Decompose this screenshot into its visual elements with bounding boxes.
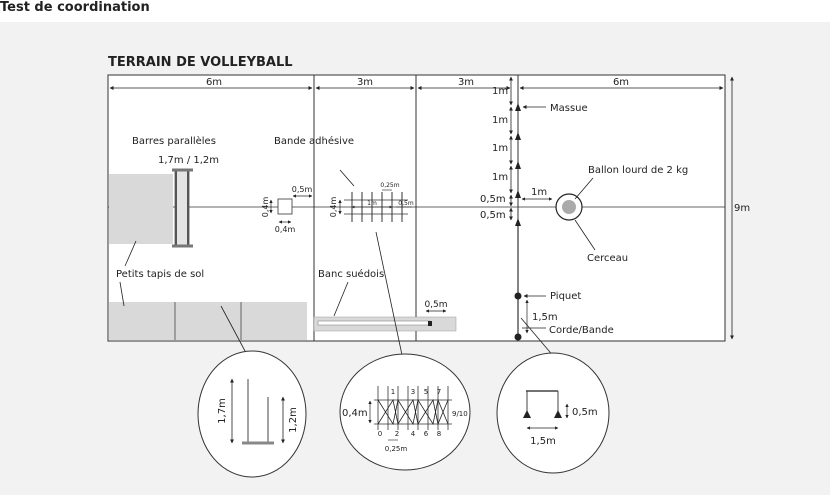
- mat-lower: [109, 302, 307, 340]
- label-mats: Petits tapis de sol: [116, 269, 204, 280]
- detail-tape-bot-4: 4: [411, 430, 416, 438]
- detail-tape-bot-2: 2: [395, 430, 399, 438]
- detail-tape-spacing: 0,25m: [385, 445, 408, 453]
- leader-bench: [333, 281, 349, 317]
- dim-6m-right-label: 6m: [613, 77, 629, 88]
- dim-1m-c: 1m: [492, 143, 508, 154]
- dim-3m-b-label: 3m: [458, 77, 474, 88]
- medicine-ball: [562, 200, 576, 214]
- dim-half-top: 0,5m: [480, 194, 506, 205]
- detail-tape-top-3: 3: [411, 388, 415, 396]
- dim-9m-label: 9m: [734, 203, 750, 214]
- label-medball: Ballon lourd de 2 kg: [588, 165, 688, 176]
- dim-tape-025-label: 0,25m: [380, 182, 399, 189]
- dim-box-w-label: 0,4m: [275, 225, 296, 234]
- label-bars: Barres parallèles: [132, 135, 216, 147]
- detail-tape-top-7: 7: [437, 388, 441, 396]
- dim-6m-left-label: 6m: [206, 77, 222, 88]
- diagram-title: TERRAIN DE VOLLEYBALL: [108, 55, 293, 70]
- detail-poles-circle: [496, 352, 610, 474]
- leader-detail-tape: [375, 231, 403, 356]
- leader-medball: [574, 177, 594, 200]
- leader-hoop: [574, 219, 596, 251]
- label-bench: Banc suédois: [318, 268, 384, 280]
- diagram-panel: TERRAIN DE VOLLEYBALL 6m 3m 3m 6m 9m Pet…: [0, 22, 830, 495]
- detail-bars-h1: 1,7m: [217, 398, 228, 424]
- bench-target-marker: [428, 321, 432, 326]
- dim-pole-gap-label: 1,5m: [532, 312, 558, 323]
- leader-detail-poles: [520, 317, 556, 359]
- volleyball-course-diagram: TERRAIN DE VOLLEYBALL 6m 3m 3m 6m 9m Pet…: [107, 55, 750, 478]
- tape-box: [277, 198, 293, 215]
- stake-top: [514, 292, 522, 300]
- dim-box-gap-label: 0,5m: [292, 185, 313, 194]
- label-club: Massue: [550, 103, 588, 114]
- label-stake: Piquet: [550, 291, 581, 302]
- bench-top-plank: [317, 320, 431, 326]
- detail-bars-circle: [197, 350, 307, 478]
- club-markers: [515, 103, 521, 226]
- detail-tape-circle: [339, 353, 471, 471]
- parallel-bars: [174, 169, 190, 247]
- dim-bench-gap-label: 0,5m: [424, 300, 447, 310]
- label-hoop: Cerceau: [587, 253, 628, 264]
- detail-pole-left-base: [523, 410, 531, 418]
- detail-tape-top-1: 1: [391, 388, 395, 396]
- detail-tape-bot-0: 0: [378, 430, 382, 438]
- dim-tape-05-label: 0,5m: [398, 200, 414, 207]
- dim-tape-h-label: 0,4m: [329, 197, 338, 218]
- stake-bottom: [514, 333, 522, 341]
- detail-poles-width: 1,5m: [530, 436, 556, 447]
- dim-3m-a-label: 3m: [357, 77, 373, 88]
- label-tape: Bande adhésive: [274, 135, 354, 147]
- mat-upper: [109, 174, 173, 244]
- detail-tape-top-5: 5: [424, 388, 428, 396]
- leader-mats-up: [124, 240, 137, 267]
- label-bars-height: 1,7m / 1,2m: [158, 155, 219, 166]
- leader-tape: [339, 169, 355, 187]
- dim-1m-d: 1m: [492, 172, 508, 183]
- label-rope: Corde/Bande: [549, 325, 614, 336]
- header-title: Test de coordination: [0, 0, 150, 15]
- dim-ball-gap-label: 1m: [531, 187, 547, 198]
- detail-tape-end: 9/10: [452, 410, 468, 418]
- leader-mats-down: [119, 281, 125, 307]
- detail-tape-bot-8: 8: [437, 430, 441, 438]
- dim-box-h-label: 0,4m: [261, 197, 270, 218]
- dim-1m-b: 1m: [492, 115, 508, 126]
- detail-tape-bot-6: 6: [424, 430, 429, 438]
- dim-tape-1m-label: 1m: [367, 200, 377, 207]
- dim-1m-a: 1m: [492, 86, 508, 97]
- detail-tape-height: 0,4m: [342, 408, 368, 419]
- detail-tape-zigzag-b: [377, 398, 449, 426]
- detail-pole-right-base: [554, 410, 562, 418]
- dim-half-bottom: 0,5m: [480, 210, 506, 221]
- detail-poles-height: 0,5m: [572, 407, 598, 418]
- detail-bars-h2: 1,2m: [288, 407, 299, 433]
